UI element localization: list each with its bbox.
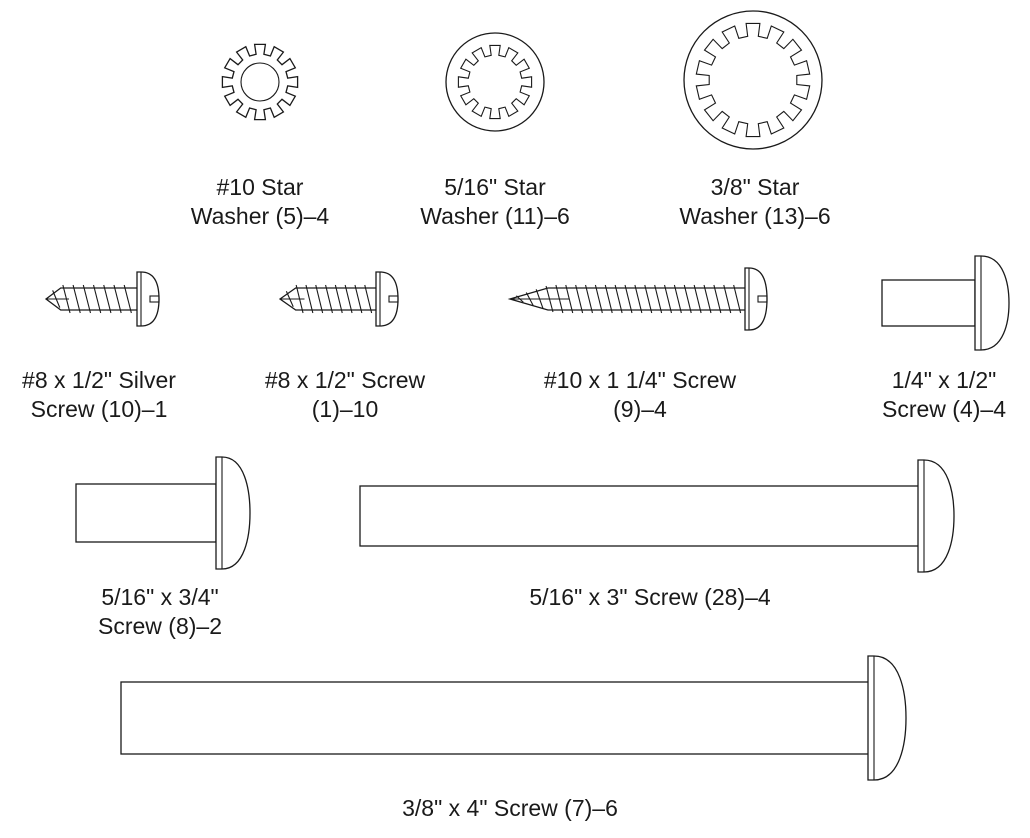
label-screw-8: #8 x 1/2" Screw (1)–10 bbox=[230, 366, 460, 424]
bolt-5-16-l-drawing bbox=[359, 459, 955, 573]
label-line: 5/16" x 3/4" bbox=[101, 584, 219, 610]
label-screw-10: #10 x 1 1/4" Screw (9)–4 bbox=[500, 366, 780, 424]
washer-10-drawing bbox=[221, 43, 299, 121]
bolt-3-8-drawing bbox=[120, 655, 907, 781]
screw-8-drawing bbox=[278, 271, 399, 327]
bolt-1-4-drawing bbox=[881, 255, 1010, 351]
label-bolt-3-8: 3/8" x 4" Screw (7)–6 bbox=[310, 794, 710, 823]
label-line: 3/8" Star bbox=[710, 174, 800, 200]
label-line: 5/16" Star bbox=[444, 174, 546, 200]
label-line: (9)–4 bbox=[613, 396, 667, 422]
label-line: 1/4" x 1/2" bbox=[891, 367, 997, 393]
washer-5-16-drawing bbox=[445, 32, 545, 132]
label-line: Screw (4)–4 bbox=[882, 396, 1006, 422]
label-line: 3/8" x 4" Screw (7)–6 bbox=[402, 795, 618, 821]
screw-10-drawing bbox=[507, 267, 768, 331]
screw-8-silver-drawing bbox=[44, 271, 160, 327]
label-line: (1)–10 bbox=[311, 396, 379, 422]
label-line: #8 x 1/2" Silver bbox=[22, 367, 176, 393]
label-line: Screw (10)–1 bbox=[30, 396, 168, 422]
label-washer-10: #10 Star Washer (5)–4 bbox=[160, 173, 360, 231]
label-line: 5/16" x 3" Screw (28)–4 bbox=[529, 584, 771, 610]
label-line: Screw (8)–2 bbox=[98, 613, 222, 639]
washer-3-8-drawing bbox=[683, 10, 823, 150]
label-line: Washer (11)–6 bbox=[420, 203, 570, 229]
label-line: Washer (5)–4 bbox=[190, 203, 330, 229]
label-bolt-1-4: 1/4" x 1/2" Screw (4)–4 bbox=[862, 366, 1026, 424]
label-line: Washer (13)–6 bbox=[679, 203, 831, 229]
label-line: #8 x 1/2" Screw bbox=[264, 367, 426, 393]
label-line: #10 x 1 1/4" Screw bbox=[543, 367, 737, 393]
label-washer-5-16: 5/16" Star Washer (11)–6 bbox=[390, 173, 600, 231]
label-bolt-5-16-l: 5/16" x 3" Screw (28)–4 bbox=[450, 583, 850, 612]
label-line: #10 Star bbox=[216, 174, 304, 200]
bolt-5-16-s-drawing bbox=[75, 456, 251, 570]
label-screw-8-silver: #8 x 1/2" Silver Screw (10)–1 bbox=[0, 366, 198, 424]
label-bolt-5-16-s: 5/16" x 3/4" Screw (8)–2 bbox=[60, 583, 260, 641]
label-washer-3-8: 3/8" Star Washer (13)–6 bbox=[650, 173, 860, 231]
